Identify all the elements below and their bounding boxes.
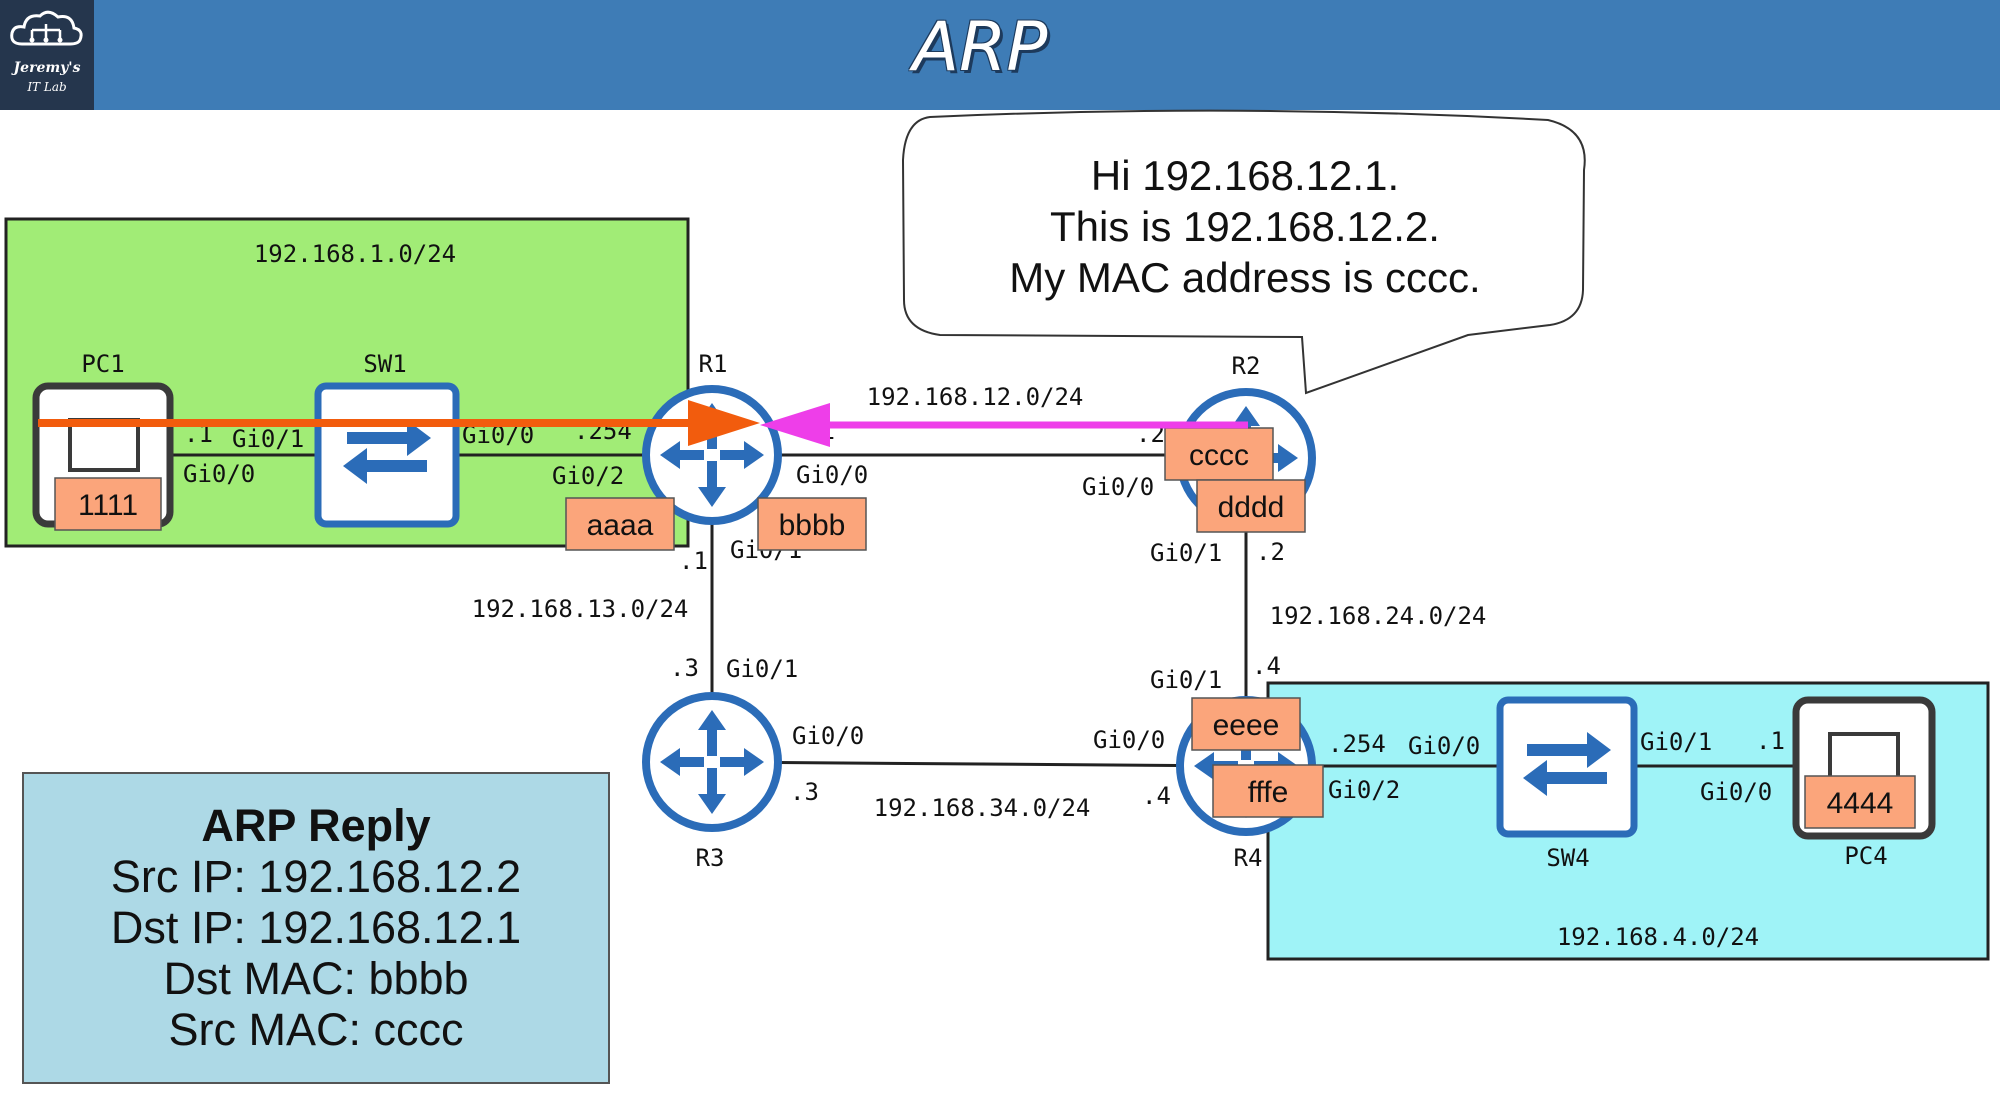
pc4-if-label: Gi0/0 xyxy=(1700,778,1772,806)
r4-lan-host-label: .254 xyxy=(1328,730,1386,758)
svg-text:cccc: cccc xyxy=(1189,439,1249,472)
r2-down-host-label: .2 xyxy=(1256,538,1285,566)
speech-bubble-text: Hi 192.168.12.1. This is 192.168.12.2. M… xyxy=(905,150,1585,303)
device-label-sw1: SW1 xyxy=(363,350,406,378)
logo: Jeremy's IT Lab xyxy=(0,0,94,110)
arp-reply-title: ARP Reply xyxy=(201,800,431,851)
mac-label-r4-lan: fffe xyxy=(1212,764,1324,818)
r3-right-if-label: Gi0/0 xyxy=(792,722,864,750)
device-label-r4: R4 xyxy=(1234,844,1263,872)
r1-wan-if-label: Gi0/0 xyxy=(796,461,868,489)
frame-path-arrow xyxy=(38,400,760,446)
svg-text:dddd: dddd xyxy=(1218,491,1285,524)
network-label-r1-r3: 192.168.13.0/24 xyxy=(472,595,689,623)
r4-up-host-label: .4 xyxy=(1252,652,1281,680)
arp-reply-line: Src MAC: cccc xyxy=(168,1004,464,1055)
svg-text:eeee: eeee xyxy=(1213,709,1280,742)
device-label-pc1: PC1 xyxy=(81,350,124,378)
pc1-if-label: Gi0/0 xyxy=(183,460,255,488)
svg-text:bbbb: bbbb xyxy=(779,509,846,542)
arp-reply-line: Dst MAC: bbbb xyxy=(163,953,469,1004)
r4-lan-if-label: Gi0/2 xyxy=(1328,776,1400,804)
bubble-line: My MAC address is cccc. xyxy=(1009,254,1481,301)
arp-reply-line: Src IP: 192.168.12.2 xyxy=(110,851,522,902)
svg-text:4444: 4444 xyxy=(1827,787,1894,820)
network-label-lan1: 192.168.1.0/24 xyxy=(254,240,456,268)
device-label-r2: R2 xyxy=(1232,352,1261,380)
sw4-icon[interactable] xyxy=(1496,696,1638,838)
r2-down-if-label: Gi0/1 xyxy=(1150,539,1222,567)
sw1-icon[interactable] xyxy=(314,382,460,528)
mac-label-r2-down: dddd xyxy=(1196,479,1306,533)
mac-label-r1-wan: bbbb xyxy=(757,497,867,551)
mac-label-r4-up: eeee xyxy=(1191,697,1301,751)
r1-down-host-label: .1 xyxy=(679,547,708,575)
cloud-network-icon xyxy=(10,10,83,46)
svg-text:aaaa: aaaa xyxy=(587,509,654,542)
mac-label-pc4: 4444 xyxy=(1804,775,1916,829)
speech-bubble xyxy=(901,109,1586,395)
device-label-pc4: PC4 xyxy=(1844,842,1887,870)
bubble-line: Hi 192.168.12.1. xyxy=(1090,152,1400,199)
network-label-r1-r2: 192.168.12.0/24 xyxy=(867,383,1084,411)
r2-left-if-label: Gi0/0 xyxy=(1082,473,1154,501)
r3-right-host-label: .3 xyxy=(790,778,819,806)
svg-text:1111: 1111 xyxy=(78,489,138,522)
device-label-r3: R3 xyxy=(696,844,725,872)
sw4-right-if-label: Gi0/1 xyxy=(1640,728,1712,756)
r3-icon[interactable] xyxy=(642,692,782,832)
mac-label-r2-wan: cccc xyxy=(1164,427,1274,481)
r4-left-host-label: .4 xyxy=(1142,782,1171,810)
arp-reply-arrow xyxy=(760,403,1248,447)
network-label-lan4: 192.168.4.0/24 xyxy=(1557,923,1759,951)
arp-reply-box: ARP Reply Src IP: 192.168.12.2 Dst IP: 1… xyxy=(22,772,610,1084)
mac-label-pc1: 1111 xyxy=(54,477,162,531)
network-label-r3-r4: 192.168.34.0/24 xyxy=(874,794,1091,822)
link-r3-r4 xyxy=(711,760,1247,768)
r4-up-if-label: Gi0/1 xyxy=(1150,666,1222,694)
r3-up-if-label: Gi0/1 xyxy=(726,655,798,683)
device-label-r1: R1 xyxy=(699,350,728,378)
logo-text-line2: IT Lab xyxy=(27,80,67,94)
r4-left-if-label: Gi0/0 xyxy=(1093,726,1165,754)
r1-lan-if-label: Gi0/2 xyxy=(552,462,624,490)
logo-text-line1: Jeremy's xyxy=(13,60,81,76)
r3-up-host-label: .3 xyxy=(670,654,699,682)
header-bar: Jeremy's IT Lab ARP xyxy=(0,0,2000,110)
sw1-left-if-label: Gi0/1 xyxy=(232,425,304,453)
svg-text:fffe: fffe xyxy=(1248,776,1289,809)
bubble-line: This is 192.168.12.2. xyxy=(1050,203,1440,250)
arp-reply-line: Dst IP: 192.168.12.1 xyxy=(110,902,522,953)
device-label-sw4: SW4 xyxy=(1546,844,1589,872)
sw4-left-if-label: Gi0/0 xyxy=(1408,732,1480,760)
pc4-host-label: .1 xyxy=(1756,727,1785,755)
page-title: ARP xyxy=(912,8,1048,87)
mac-label-r1-lan: aaaa xyxy=(565,497,675,551)
network-label-r2-r4: 192.168.24.0/24 xyxy=(1270,602,1487,630)
